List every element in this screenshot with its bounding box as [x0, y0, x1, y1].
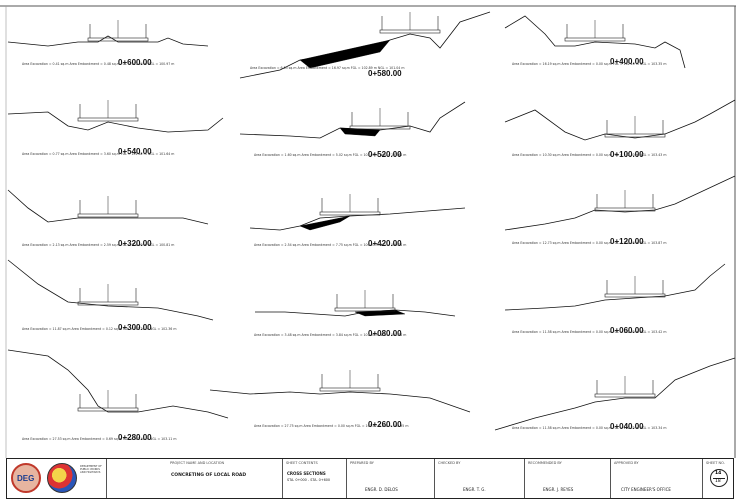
- quantity-note: Area Excavation = 6.53 sq.m Area Embankm…: [250, 66, 405, 70]
- quantity-note: Area Excavation = 11.58 sq.m Area Embank…: [512, 426, 667, 430]
- sheet-number: 14: [715, 471, 722, 476]
- ground-line: [7, 349, 229, 419]
- quantity-note: Area Excavation = 3.48 sq.m Area Embankm…: [254, 333, 407, 337]
- prepared-cell: PREPARED BY ENGR. D. DELOS: [347, 459, 435, 498]
- station-label: 0+580.00: [368, 69, 402, 78]
- prepared-header: PREPARED BY: [350, 461, 374, 465]
- earthwork-fill: [299, 39, 391, 69]
- approved-cell: APPROVED BY CITY ENGINEER'S OFFICE: [611, 459, 703, 498]
- dpwh-seal-icon: [47, 463, 77, 493]
- recommended-name: ENGR. J. REYES: [543, 487, 574, 492]
- ground-line: [504, 99, 736, 141]
- station-label: 0+100.00: [610, 150, 644, 159]
- ground-line: [504, 263, 726, 311]
- approved-header: APPROVED BY: [614, 461, 639, 465]
- station-label: 0+280.00: [118, 433, 152, 442]
- ground-line: [494, 357, 736, 431]
- recommended-header: RECOMMENDED BY: [528, 461, 562, 465]
- ground-line: [504, 15, 686, 69]
- project-name: CONCRETING OF LOCAL ROAD: [171, 473, 247, 478]
- station-label: 0+040.00: [610, 422, 644, 431]
- earthwork-fill: [354, 309, 406, 317]
- station-label: 0+540.00: [118, 147, 152, 156]
- station-label: 0+420.00: [368, 239, 402, 248]
- ground-line: [209, 389, 471, 413]
- checked-name: ENGR. T. G.: [463, 487, 486, 492]
- ground-line: [7, 35, 209, 47]
- quantity-note: Area Excavation = 27.53 sq.m Area Embank…: [22, 437, 177, 441]
- agency-seal-icon: DEG: [11, 463, 41, 493]
- quantity-note: Area Excavation = 11.58 sq.m Area Embank…: [512, 330, 667, 334]
- quantity-note: Area Excavation = 27.75 sq.m Area Embank…: [254, 424, 409, 428]
- station-label: 0+400.00: [610, 57, 644, 66]
- sheet-contents-cell: SHEET CONTENTS CROSS SECTIONS STA. 0+000…: [283, 459, 347, 498]
- ground-line: [7, 259, 214, 321]
- ground-line: [504, 175, 736, 231]
- quantity-note: Area Excavation = 1.60 sq.m Area Embankm…: [254, 153, 407, 157]
- station-label: 0+300.00: [118, 323, 152, 332]
- station-label: 0+520.00: [368, 150, 402, 159]
- station-label: 0+060.00: [610, 326, 644, 335]
- quantity-note: Area Excavation = 16.19 sq.m Area Embank…: [512, 62, 667, 66]
- station-label: 0+080.00: [368, 329, 402, 338]
- earthwork-fill: [299, 215, 351, 231]
- quantity-note: Area Excavation = 0.41 sq.m Area Embankm…: [22, 62, 175, 66]
- sheet-number-header: SHEET NO.: [706, 461, 725, 465]
- prepared-name: ENGR. D. DELOS: [365, 487, 398, 492]
- checked-header: CHECKED BY: [438, 461, 461, 465]
- quantity-note: Area Excavation = 11.87 sq.m Area Embank…: [22, 327, 177, 331]
- ground-line: [255, 309, 456, 317]
- quantity-note: Area Excavation = 0.77 sq.m Area Embankm…: [22, 152, 175, 156]
- sheet-contents-header: SHEET CONTENTS: [286, 461, 318, 465]
- title-block: DEG DEPARTMENT OF PUBLIC WORKS AND HIGHW…: [6, 458, 734, 499]
- ground-line: [239, 11, 491, 79]
- quantity-note: Area Excavation = 12.73 sq.m Area Embank…: [512, 241, 667, 245]
- sheet-number-cell: SHEET NO. 14 18: [703, 459, 733, 498]
- sheet-number-circle: 14 18: [710, 469, 728, 487]
- quantity-note: Area Excavation = 2.54 sq.m Area Embankm…: [254, 243, 407, 247]
- ground-line: [7, 111, 224, 133]
- quantity-note: Area Excavation = 10.30 sq.m Area Embank…: [512, 153, 667, 157]
- quantity-note: Area Excavation = 2.13 sq.m Area Embankm…: [22, 243, 175, 247]
- project-cell: PROJECT NAME AND LOCATION CONCRETING OF …: [167, 459, 283, 498]
- recommended-cell: RECOMMENDED BY ENGR. J. REYES: [525, 459, 611, 498]
- logo-cell: DEG DEPARTMENT OF PUBLIC WORKS AND HIGHW…: [7, 459, 107, 498]
- sheet-total: 18: [715, 479, 721, 484]
- station-label: 0+120.00: [610, 237, 644, 246]
- project-header: PROJECT NAME AND LOCATION: [170, 461, 225, 465]
- agency-name: DEPARTMENT OF PUBLIC WORKS AND HIGHWAYS: [80, 465, 102, 474]
- approved-name: CITY ENGINEER'S OFFICE: [621, 487, 671, 492]
- sheet-contents: CROSS SECTIONS: [287, 471, 326, 476]
- checked-cell: CHECKED BY ENGR. T. G.: [435, 459, 525, 498]
- station-label: 0+320.00: [118, 239, 152, 248]
- station-label: 0+260.00: [368, 420, 402, 429]
- sheet-contents-range: STA. 0+000 - STA. 0+600: [287, 478, 331, 482]
- seal-text: DEG: [17, 474, 35, 483]
- earthwork-fill: [339, 127, 381, 137]
- ground-line: [7, 189, 209, 225]
- station-label: 0+600.00: [118, 58, 152, 67]
- ground-line: [249, 207, 466, 231]
